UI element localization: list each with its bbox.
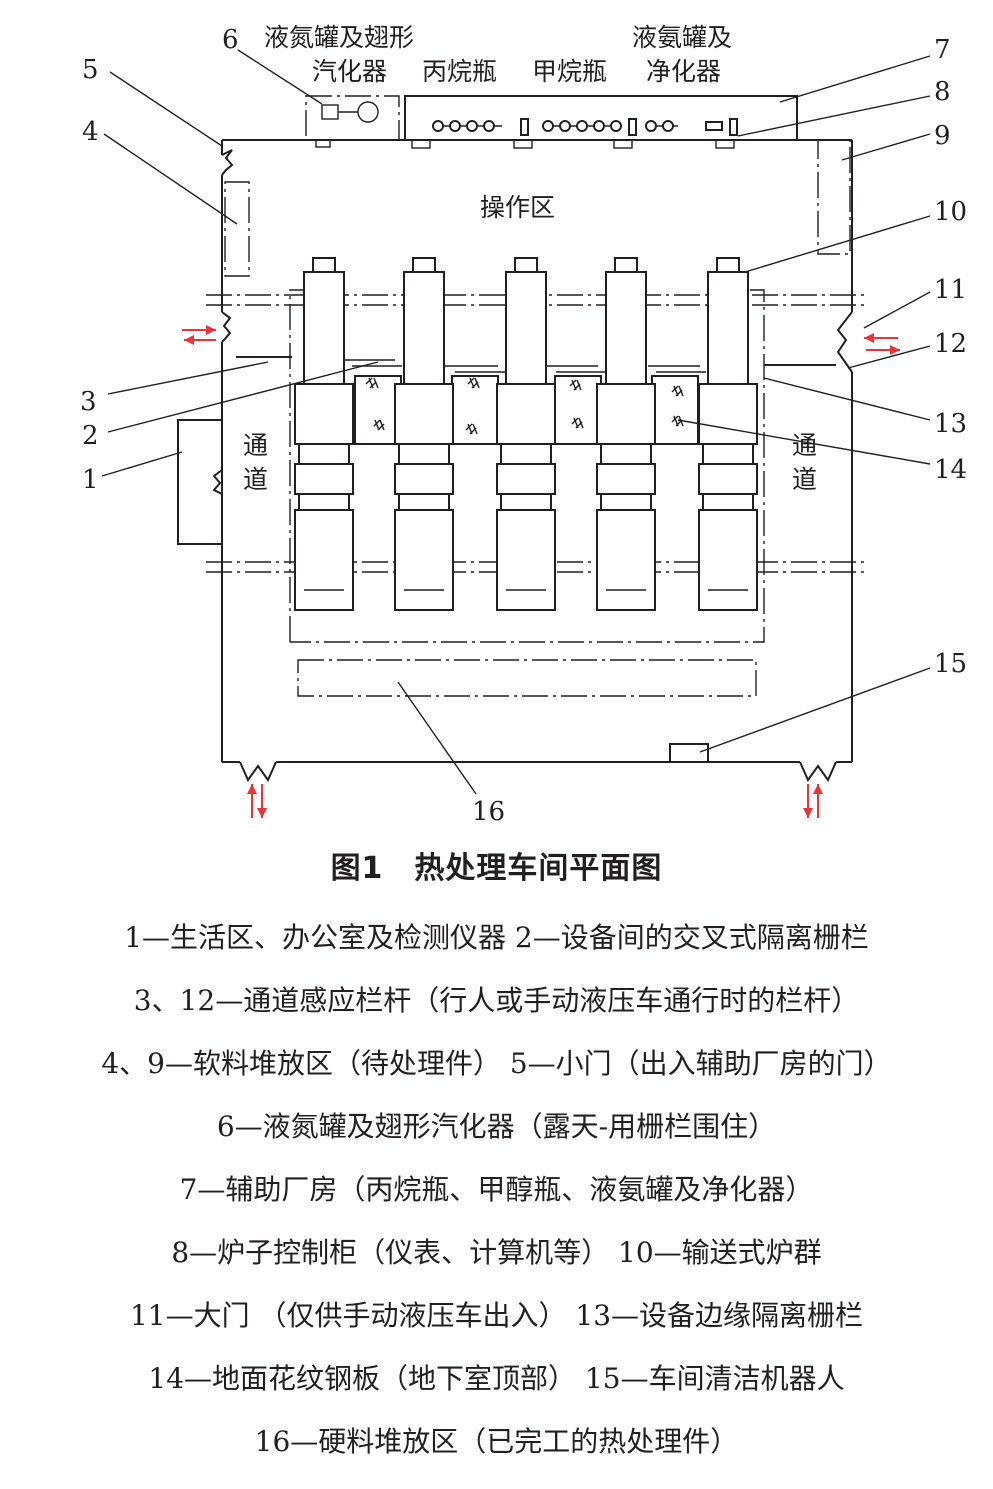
nh3-label-bottom: 净化器 — [646, 57, 721, 86]
ln2-tank — [321, 104, 339, 120]
callout-4: 4 — [82, 117, 99, 147]
aisle-right-label-1: 通 — [792, 431, 817, 460]
callout-5: 5 — [82, 55, 99, 85]
soft-material-area-left — [224, 181, 250, 277]
main-gate — [836, 311, 853, 373]
legend-item: 4、9—软料堆放区（待处理件） 5—小门（出入辅助厂房的门） — [101, 1047, 892, 1080]
office-block — [177, 419, 223, 545]
methanol-label: 甲烷瓶 — [532, 57, 607, 86]
workshop-floor-plan: 5 4 3 2 1 6 7 8 9 10 11 12 13 14 15 16 液… — [80, 23, 967, 827]
equipment-edge-fence — [289, 289, 303, 642]
ln2-label-top: 液氮罐及翅形 — [264, 23, 414, 52]
legend-item: 14—地面花纹钢板（地下室顶部） 15—车间清洁机器人 — [148, 1362, 845, 1395]
callout-10: 10 — [934, 197, 967, 227]
furnace-line — [394, 257, 454, 611]
legend-item: 8—炉子控制柜（仪表、计算机等） 10—输送式炉群 — [171, 1236, 822, 1269]
callout-9: 9 — [934, 121, 951, 151]
hard-material-area — [297, 659, 757, 697]
callout-7: 7 — [934, 35, 951, 65]
small-door — [221, 149, 234, 176]
callout-6: 6 — [222, 25, 239, 55]
legend-item: 1—生活区、办公室及检测仪器 2—设备间的交叉式隔离栅栏 — [124, 921, 869, 954]
aisle-right-label-2: 道 — [792, 465, 817, 494]
cross-isolation-fence — [345, 359, 706, 373]
bottom-door-right — [799, 761, 837, 783]
auxiliary-building — [404, 95, 798, 141]
callout-2: 2 — [82, 421, 99, 451]
callout-14: 14 — [934, 455, 967, 485]
furnace-line — [496, 257, 556, 611]
callout-3: 3 — [80, 387, 97, 417]
furnace-control-cabinets — [411, 139, 735, 149]
traffic-arrows — [182, 325, 900, 818]
operation-area-label: 操作区 — [480, 193, 555, 222]
cleaning-robot — [669, 743, 709, 763]
furnace-line — [698, 257, 758, 611]
aisle-left-label-1: 通 — [243, 431, 268, 460]
legend-item: 11—大门 （仅供手动液压车出入） 13—设备边缘隔离栅栏 — [129, 1299, 864, 1332]
callout-13: 13 — [934, 409, 967, 439]
legend-item: 6—液氮罐及翅形汽化器（露天-用栅栏围住） — [216, 1110, 777, 1143]
ln2-vaporizer — [357, 101, 379, 123]
propane-label: 丙烷瓶 — [422, 57, 497, 86]
callout-1: 1 — [82, 465, 99, 495]
callout-15: 15 — [934, 649, 967, 679]
nh3-label-top: 液氨罐及 — [632, 23, 732, 52]
legend-item: 16—硬料堆放区（已完工的热处理件） — [254, 1425, 739, 1458]
leader-lines — [101, 49, 931, 795]
ln2-label-bottom: 汽化器 — [312, 57, 387, 86]
legend-item: 3、12—通道感应栏杆（行人或手动液压车通行时的栏杆） — [133, 984, 860, 1017]
legend-item: 7—辅助厂房（丙烷瓶、甲醇瓶、液氨罐及净化器） — [179, 1173, 814, 1206]
left-wall-door — [221, 311, 232, 343]
callout-16: 16 — [472, 797, 505, 827]
callout-12: 12 — [934, 329, 967, 359]
furnace-line — [294, 257, 354, 611]
aisle-left-label-2: 道 — [243, 465, 268, 494]
callout-11: 11 — [934, 275, 967, 305]
furnace-line — [596, 257, 656, 611]
callout-8: 8 — [934, 77, 951, 107]
gas-cylinders — [432, 118, 738, 136]
office-door — [212, 469, 223, 495]
soft-material-area-right — [817, 139, 851, 255]
figure-caption: 图1 热处理车间平面图 — [330, 851, 663, 886]
bottom-door-left — [239, 761, 277, 783]
conveyor-furnace-group — [294, 257, 758, 611]
ln2-fenced-area — [305, 95, 400, 141]
